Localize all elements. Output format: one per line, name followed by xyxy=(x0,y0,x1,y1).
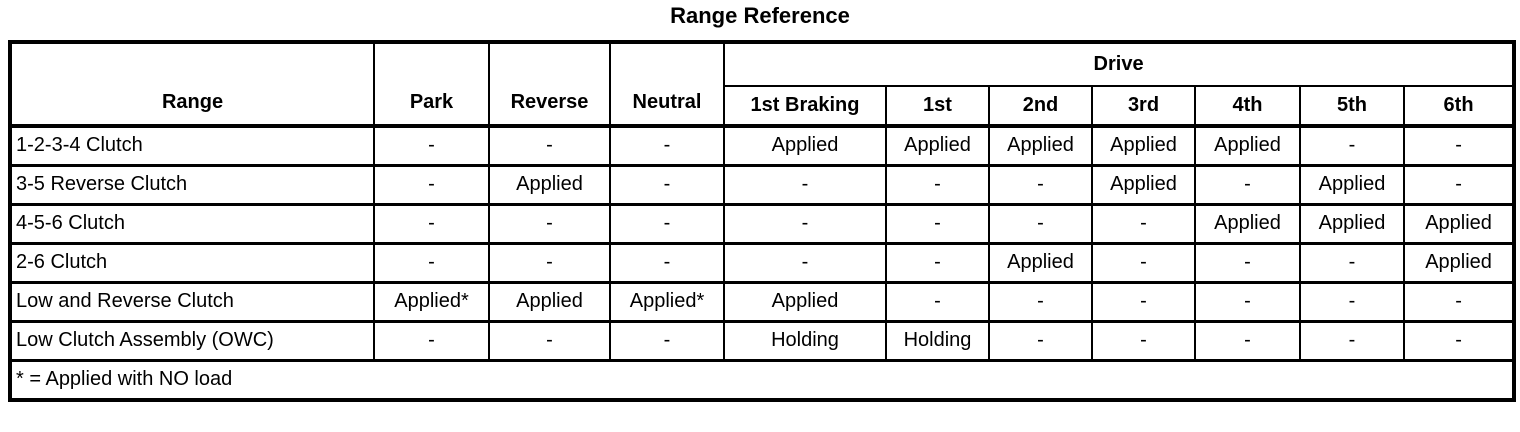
cell-1st-braking: - xyxy=(723,163,887,205)
cell-1st: - xyxy=(885,241,990,283)
cell-2nd: - xyxy=(988,280,1093,322)
cell-6th: - xyxy=(1402,124,1516,166)
cell-5th: - xyxy=(1299,241,1405,283)
cell-reverse: - xyxy=(488,319,611,361)
cell-neutral: - xyxy=(609,319,725,361)
cell-park: - xyxy=(373,163,490,205)
footnote: * = Applied with NO load xyxy=(8,358,1516,401)
cell-neutral: - xyxy=(609,163,725,205)
row-label: 2-6 Clutch xyxy=(9,241,375,283)
cell-2nd: - xyxy=(988,319,1093,361)
col-header-drive: Drive xyxy=(722,41,1516,87)
row-label: 4-5-6 Clutch xyxy=(9,202,375,244)
cell-3rd: Applied xyxy=(1091,163,1196,205)
cell-park: - xyxy=(373,202,490,244)
cell-reverse: Applied xyxy=(488,163,611,205)
table-footer: * = Applied with NO load xyxy=(8,358,1516,401)
table-header: Range Park Reverse Neutral Drive 1st Bra… xyxy=(9,41,1516,128)
table-row: 4-5-6 Clutch - - - - - - - Applied Appli… xyxy=(9,202,1516,244)
header-row-top: Range Park Reverse Neutral Drive xyxy=(9,41,1516,127)
cell-4th: - xyxy=(1194,280,1301,322)
col-header-range: Range xyxy=(9,41,375,127)
cell-reverse: - xyxy=(488,124,611,166)
footnote-row: * = Applied with NO load xyxy=(8,358,1516,401)
col-header-5th: 5th xyxy=(1299,85,1405,128)
cell-reverse: - xyxy=(488,202,611,244)
cell-park: Applied* xyxy=(373,280,490,322)
cell-2nd: - xyxy=(988,202,1093,244)
range-reference-table: Range Park Reverse Neutral Drive 1st Bra… xyxy=(8,40,1517,402)
row-label: Low and Reverse Clutch xyxy=(9,280,375,322)
cell-4th: - xyxy=(1194,241,1301,283)
cell-park: - xyxy=(373,241,490,283)
row-label: Low Clutch Assembly (OWC) xyxy=(9,319,375,361)
cell-reverse: Applied xyxy=(488,280,611,322)
table-row: 2-6 Clutch - - - - - Applied - - - Appli… xyxy=(9,241,1516,283)
cell-4th: - xyxy=(1194,163,1301,205)
cell-5th: Applied xyxy=(1299,163,1405,205)
cell-3rd: - xyxy=(1091,241,1196,283)
cell-3rd: - xyxy=(1091,319,1196,361)
cell-6th: Applied xyxy=(1402,202,1516,244)
cell-5th: - xyxy=(1299,319,1405,361)
header-row-sub: 1st Braking 1st 2nd 3rd 4th 5th 6th xyxy=(10,85,1516,128)
table-row: 1-2-3-4 Clutch - - - Applied Applied App… xyxy=(9,124,1516,166)
col-header-2nd: 2nd xyxy=(988,85,1093,128)
cell-1st-braking: Applied xyxy=(723,124,887,166)
table-row: Low Clutch Assembly (OWC) - - - Holding … xyxy=(9,319,1516,361)
col-header-4th: 4th xyxy=(1194,85,1301,128)
table-body: 1-2-3-4 Clutch - - - Applied Applied App… xyxy=(9,124,1516,361)
col-header-1st-braking: 1st Braking xyxy=(723,85,887,128)
cell-3rd: - xyxy=(1091,280,1196,322)
cell-6th: - xyxy=(1402,280,1516,322)
cell-1st: - xyxy=(885,202,990,244)
table-row: 3-5 Reverse Clutch - Applied - - - - App… xyxy=(9,163,1516,205)
cell-2nd: Applied xyxy=(988,124,1093,166)
row-label: 3-5 Reverse Clutch xyxy=(9,163,375,205)
cell-2nd: - xyxy=(988,163,1093,205)
cell-4th: Applied xyxy=(1194,124,1301,166)
cell-park: - xyxy=(373,124,490,166)
table-row: Low and Reverse Clutch Applied* Applied … xyxy=(9,280,1516,322)
cell-1st-braking: Holding xyxy=(723,319,887,361)
col-header-neutral: Neutral xyxy=(609,41,725,127)
cell-reverse: - xyxy=(488,241,611,283)
cell-neutral: - xyxy=(609,241,725,283)
cell-5th: - xyxy=(1299,124,1405,166)
cell-3rd: Applied xyxy=(1091,124,1196,166)
cell-6th: Applied xyxy=(1402,241,1516,283)
cell-1st: - xyxy=(885,280,990,322)
cell-neutral: Applied* xyxy=(609,280,725,322)
cell-4th: Applied xyxy=(1194,202,1301,244)
cell-1st: Applied xyxy=(885,124,990,166)
cell-4th: - xyxy=(1194,319,1301,361)
cell-5th: Applied xyxy=(1299,202,1405,244)
cell-5th: - xyxy=(1299,280,1405,322)
cell-1st-braking: Applied xyxy=(723,280,887,322)
col-header-reverse: Reverse xyxy=(488,41,611,127)
col-header-1st: 1st xyxy=(885,85,990,128)
cell-1st-braking: - xyxy=(723,202,887,244)
row-label: 1-2-3-4 Clutch xyxy=(9,124,375,166)
page-title: Range Reference xyxy=(670,3,850,28)
cell-1st-braking: - xyxy=(723,241,887,283)
cell-3rd: - xyxy=(1091,202,1196,244)
cell-6th: - xyxy=(1402,319,1516,361)
col-header-6th: 6th xyxy=(1402,85,1516,128)
cell-1st: Holding xyxy=(885,319,990,361)
cell-2nd: Applied xyxy=(988,241,1093,283)
cell-1st: - xyxy=(885,163,990,205)
col-header-3rd: 3rd xyxy=(1091,85,1196,128)
cell-6th: - xyxy=(1402,163,1516,205)
col-header-park: Park xyxy=(373,41,490,127)
cell-neutral: - xyxy=(609,124,725,166)
cell-park: - xyxy=(373,319,490,361)
cell-neutral: - xyxy=(609,202,725,244)
